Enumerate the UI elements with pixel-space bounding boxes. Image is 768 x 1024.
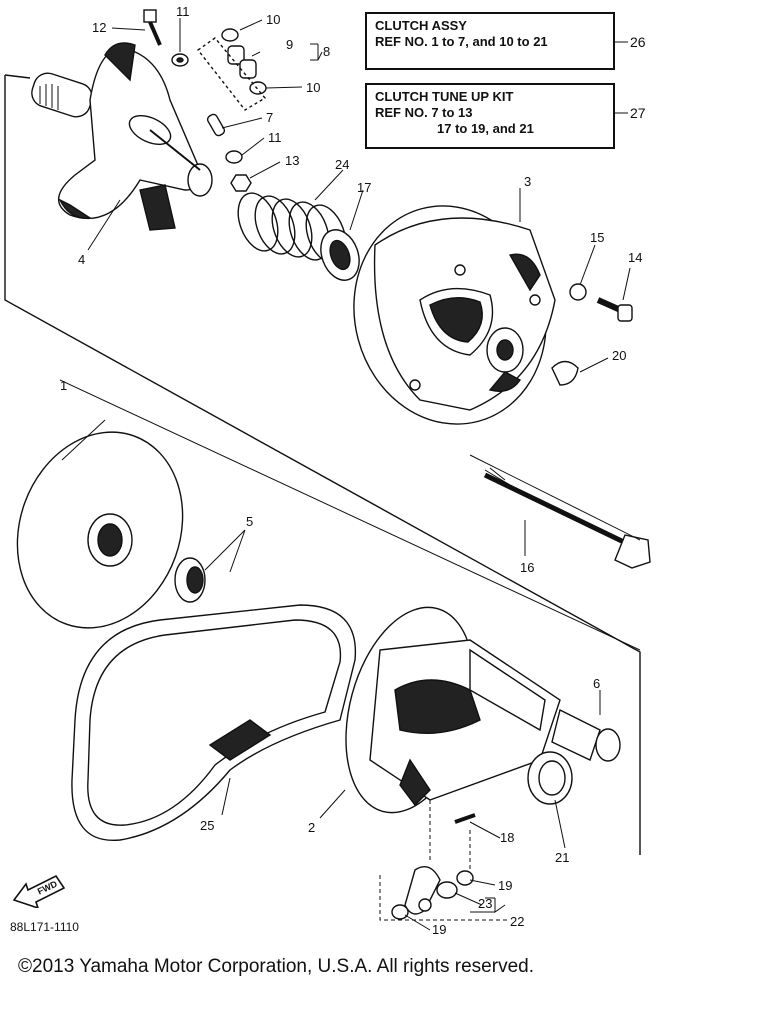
callout-4: 4 (78, 252, 86, 267)
frame-line (379, 875, 510, 921)
bushing-part-5 (174, 557, 206, 603)
bolt-part-16 (469, 454, 651, 569)
callout-24: 24 (335, 157, 350, 172)
pin-part-18 (454, 813, 476, 824)
movable-sheave-part-2 (345, 606, 561, 814)
callout-22: 22 (510, 914, 525, 929)
roller-part-23 (436, 881, 458, 899)
callout-15: 15 (590, 230, 605, 245)
callout-21: 21 (555, 850, 570, 865)
washer-part-19a (456, 870, 474, 886)
tune-up-kit-ref-2: 17 to 19, and 21 (437, 121, 534, 136)
clutch-assy-ref: REF NO. 1 to 7, and 10 to 21 (375, 34, 548, 49)
spring-part-24 (237, 192, 347, 264)
callout-26: 26 (630, 34, 646, 50)
washer-part-15 (569, 283, 587, 301)
callout-11-top: 11 (176, 4, 190, 19)
callout-5: 5 (246, 514, 254, 529)
callout-3: 3 (524, 174, 532, 189)
clutch-assy-box: CLUTCH ASSY REF NO. 1 to 7, and 10 to 21 (365, 12, 615, 70)
weight-part-22 (404, 866, 441, 915)
copyright-notice: ©2013 Yamaha Motor Corporation, U.S.A. A… (18, 956, 534, 977)
cover-part-3 (353, 205, 556, 425)
callout-1: 1 (60, 378, 68, 393)
bushing-part-17 (320, 229, 360, 281)
belt-part-25 (71, 604, 357, 842)
callout-13: 13 (285, 153, 300, 168)
callout-9: 9 (286, 37, 294, 52)
callout-27: 27 (630, 105, 646, 121)
callout-8: 8 (323, 44, 331, 59)
bolt-part-14 (596, 297, 633, 322)
drawing-code: 88L171-1110 (10, 920, 79, 934)
callout-14: 14 (628, 250, 643, 265)
washer-part-21 (527, 751, 573, 805)
callout-19-right: 19 (498, 878, 513, 893)
spider-shaft-part-4 (31, 42, 213, 231)
washer-part-20 (551, 360, 579, 386)
callout-12: 12 (92, 20, 107, 35)
callout-25: 25 (200, 818, 215, 833)
callout-18: 18 (500, 830, 515, 845)
tune-up-kit-ref-1: REF NO. 7 to 13 (375, 105, 473, 120)
sleeve-part-6 (551, 708, 621, 762)
washers-small-parts (171, 28, 267, 192)
clutch-assy-title: CLUTCH ASSY (375, 18, 467, 33)
callout-23: 23 (478, 896, 493, 911)
callout-7: 7 (266, 110, 274, 125)
callout-20: 20 (612, 348, 627, 363)
leader-lines (61, 18, 631, 931)
callout-19-bottom: 19 (432, 922, 447, 937)
tune-up-kit-title: CLUTCH TUNE UP KIT (375, 89, 514, 104)
callout-10-top: 10 (266, 12, 281, 27)
fwd-arrow-icon: FWD (12, 874, 66, 908)
bolt-part-12 (143, 9, 162, 46)
frame-line (4, 75, 641, 855)
callout-16: 16 (520, 560, 535, 575)
washer-part-19b (391, 904, 409, 920)
callout-11-bottom: 11 (268, 130, 282, 145)
callout-17: 17 (357, 180, 372, 195)
fixed-sheave-part-1 (16, 431, 184, 629)
callout-10-bottom: 10 (306, 80, 321, 95)
callout-2: 2 (308, 820, 316, 835)
frame-line (4, 74, 31, 79)
frame-line (59, 379, 641, 651)
clutch-tune-up-kit-box: CLUTCH TUNE UP KIT REF NO. 7 to 13 17 to… (365, 83, 615, 149)
callout-6: 6 (593, 676, 601, 691)
